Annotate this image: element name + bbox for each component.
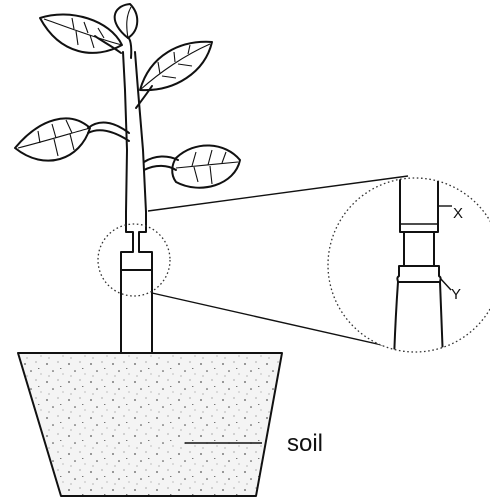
upper-right-leaf: [140, 42, 212, 90]
branches: [88, 36, 178, 170]
top-leaf: [115, 4, 138, 38]
lower-right-leaf: [172, 145, 240, 187]
bark-ring-upper-edge: [121, 212, 152, 270]
label-soil: soil: [287, 430, 323, 457]
pot: [18, 353, 282, 496]
label-x: X: [453, 205, 463, 222]
label-y: Y: [451, 286, 461, 303]
upper-left-leaf: [40, 14, 122, 52]
magnified-view: [328, 150, 490, 360]
stem: [121, 52, 152, 352]
